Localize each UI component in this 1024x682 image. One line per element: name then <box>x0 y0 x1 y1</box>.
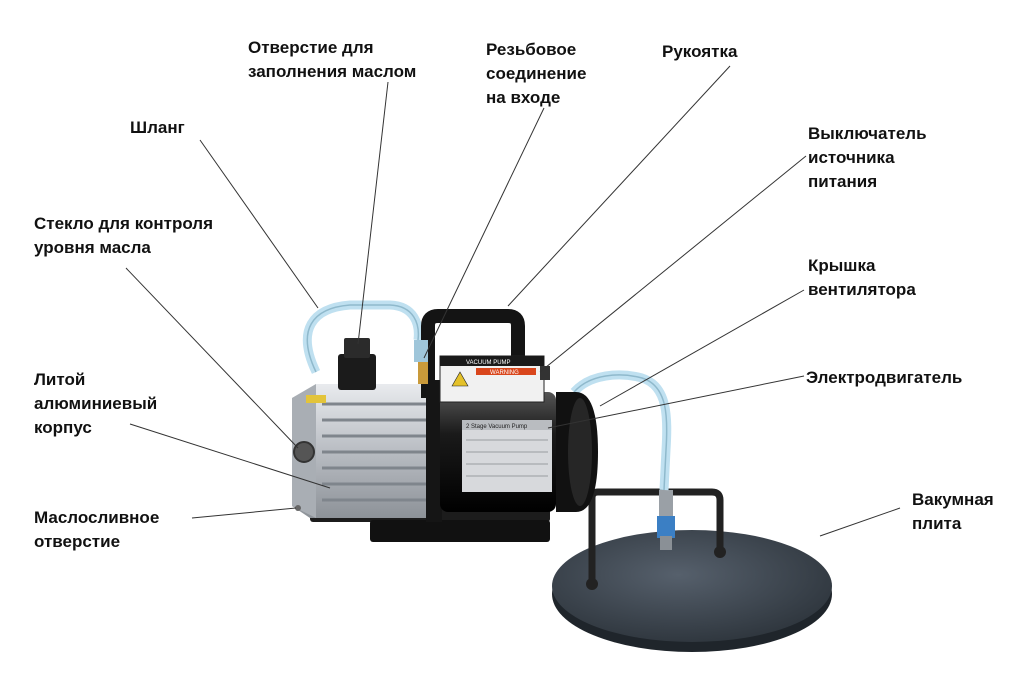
electric-motor <box>440 392 598 512</box>
leader-hose <box>199 139 319 309</box>
oil-sight-glass <box>293 441 315 463</box>
power-switch <box>540 366 550 380</box>
label-electric-motor: Электродвигатель <box>806 368 963 387</box>
label-vacuum-plate: Вакумная плита <box>912 490 994 533</box>
leader-handle <box>507 65 731 307</box>
product-label: VACUUM PUMP WARNING 2 Stage Vacuum Pump <box>439 355 545 430</box>
leader-power-switch <box>539 155 807 373</box>
leader-cast-aluminum-body <box>129 423 331 489</box>
label-oil-sight-glass: Стекло для контроля уровня масла <box>34 214 214 257</box>
leader-oil-sight-glass <box>125 267 299 449</box>
inlet-hose-fitting <box>414 340 428 362</box>
label-oil-drain-port: Маслосливное отверстие <box>34 508 160 551</box>
label-oil-fill-port: Отверстие для заполнения маслом <box>248 38 417 81</box>
label-threaded-inlet: Резьбовое соединение на входе <box>486 40 587 107</box>
leader-threaded-inlet <box>423 107 545 359</box>
handle <box>421 309 525 398</box>
spec-plate-title: 2 Stage Vacuum Pump <box>466 424 528 430</box>
leader-fan-cover <box>599 289 805 407</box>
hose <box>302 300 672 491</box>
pump-bracket <box>426 380 442 522</box>
vacuum-plate <box>552 488 832 652</box>
product-label-title: VACUUM PUMP <box>466 360 511 366</box>
label-power-switch: Выключатель источника питания <box>808 124 927 191</box>
leader-vacuum-plate <box>819 507 901 537</box>
leader-oil-drain-port <box>191 507 297 519</box>
leader-oil-fill-port <box>357 81 389 345</box>
oil-fill-cap <box>338 338 376 390</box>
label-handle: Рукоятка <box>662 42 738 61</box>
threaded-inlet <box>418 360 428 384</box>
pump-foot <box>370 520 550 542</box>
oil-drain-port <box>295 505 301 511</box>
label-fan-cover: Крышка вентилятора <box>808 256 916 299</box>
product-label-warning: WARNING <box>490 370 519 376</box>
label-hose: Шланг <box>130 118 185 137</box>
label-cast-aluminum-body: Литой алюминиевый корпус <box>34 370 158 437</box>
leader-lines <box>125 65 901 537</box>
leader-electric-motor <box>547 375 805 429</box>
